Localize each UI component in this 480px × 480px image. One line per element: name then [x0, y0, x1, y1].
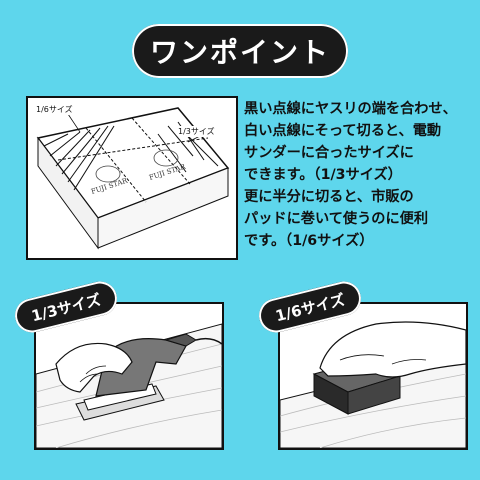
- instruction-text: 黒い点線にヤスリの端を合わせ、 白い点線にそって切ると、電動 サンダーに合ったサ…: [244, 98, 474, 252]
- desc-line: できます。（1/3サイズ）: [244, 167, 402, 183]
- label-one-third: 1/3サイズ: [178, 126, 215, 137]
- sander-illustration: [36, 323, 222, 448]
- panel-one-third: [34, 302, 224, 450]
- sandpaper-illustration: FUJI STAR FUJI STAR: [36, 107, 230, 250]
- desc-line: 更に半分に切ると、市販の: [244, 189, 414, 205]
- title-text: ワンポイント: [149, 36, 330, 69]
- desc-line: サンダーに合ったサイズに: [244, 145, 414, 161]
- desc-line: 白い点線にそって切ると、電動: [244, 123, 442, 139]
- desc-line: パッドに巻いて使うのに便利: [244, 211, 429, 227]
- desc-line: です。（1/6サイズ）: [244, 233, 374, 249]
- desc-line: 黒い点線にヤスリの端を合わせ、: [244, 101, 457, 117]
- title-banner: ワンポイント: [132, 24, 348, 78]
- sanding-pad-illustration: [280, 321, 466, 448]
- panel-one-sixth: [278, 302, 468, 450]
- cutting-diagram: FUJI STAR FUJI STAR 1/6サイズ 1/3サイズ: [26, 96, 238, 260]
- label-one-sixth: 1/6サイズ: [36, 104, 73, 115]
